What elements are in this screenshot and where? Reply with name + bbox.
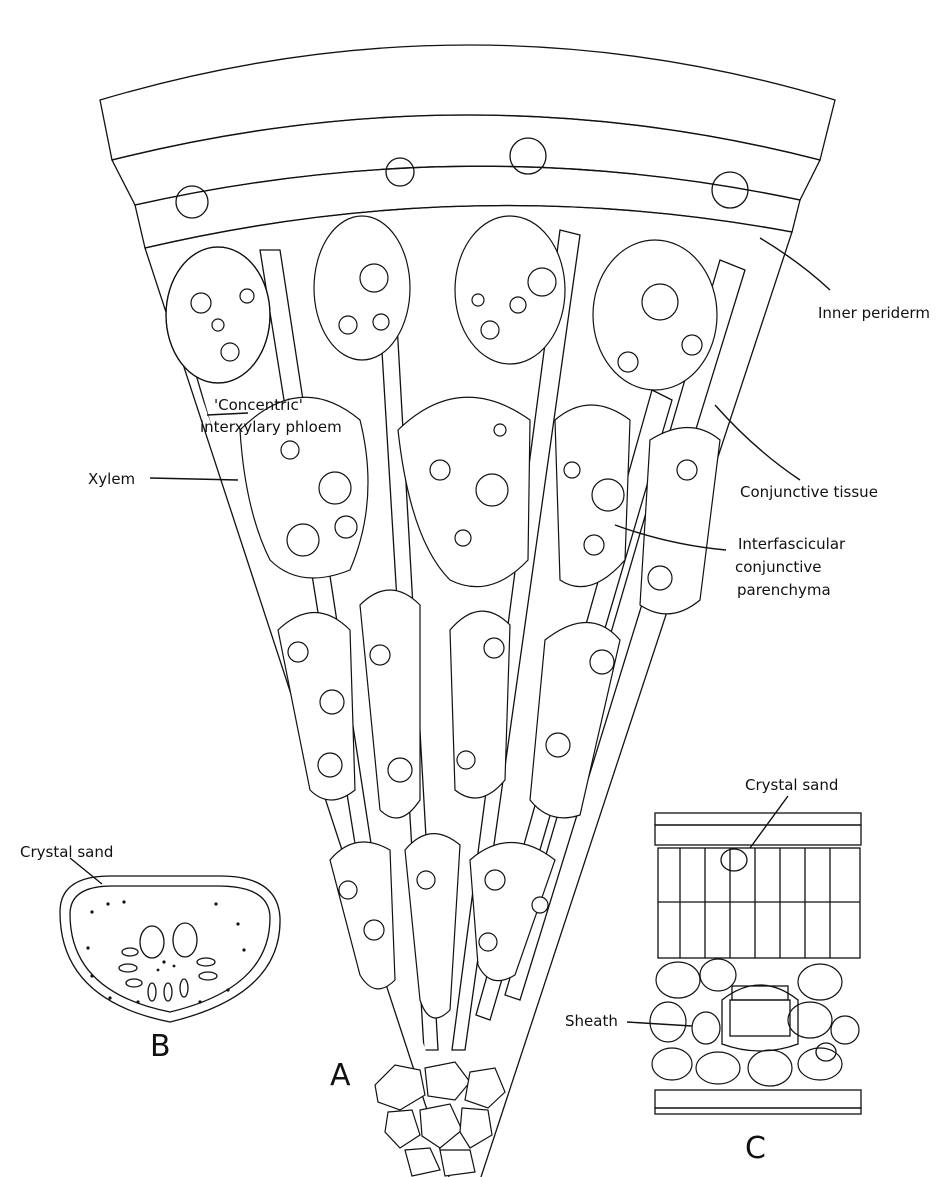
label-sheath: Sheath <box>565 1012 618 1030</box>
outer-periderm <box>100 45 835 160</box>
panel-c-leaf-section: Crystal sand Sheath C <box>565 776 861 1166</box>
panel-a-stem-sector: A <box>100 45 835 1177</box>
vascular-bundle <box>450 611 510 798</box>
vascular-bundle <box>278 613 355 801</box>
pith-cells <box>375 1062 505 1176</box>
panel-b-cross-section: Crystal sand B <box>20 843 280 1064</box>
label-crystal-sand-c: Crystal sand <box>745 776 838 794</box>
vascular-bundle <box>330 842 395 989</box>
crystal-sand-dots <box>86 900 245 1003</box>
label-crystal-sand-b: Crystal sand <box>20 843 113 861</box>
label-interfascicular-line2: conjunctive <box>735 558 822 576</box>
palisade-layer <box>658 848 860 958</box>
vascular-bundle <box>555 405 630 587</box>
label-interfascicular-line1: Interfascicular <box>738 535 846 553</box>
vascular-ring <box>119 923 217 1001</box>
vascular-bundle <box>166 247 270 383</box>
label-conjunctive-tissue: Conjunctive tissue <box>740 483 878 501</box>
vascular-bundle <box>640 428 720 614</box>
panel-label-b: B <box>150 1029 171 1064</box>
vascular-bundle <box>455 216 565 364</box>
cortex <box>112 115 820 205</box>
label-inner-periderm: Inner periderm <box>818 304 930 322</box>
crystal-sand-cluster <box>721 849 747 871</box>
vascular-bundle <box>360 590 420 818</box>
vascular-bundle-c <box>722 985 798 1051</box>
label-concentric-line1: 'Concentric' <box>214 396 303 414</box>
vascular-bundle <box>398 397 530 586</box>
vascular-bundle <box>314 216 410 360</box>
panel-label-a: A <box>330 1058 351 1093</box>
label-concentric-line2: interxylary phloem <box>200 418 342 436</box>
label-interfascicular-line3: parenchyma <box>737 581 831 599</box>
vascular-bundle <box>470 843 555 981</box>
vascular-bundle <box>405 834 460 1018</box>
panel-label-c: C <box>745 1131 766 1166</box>
inner-periderm <box>135 166 800 248</box>
spongy-tissue <box>650 959 859 1086</box>
vascular-bundle <box>593 240 717 390</box>
label-xylem: Xylem <box>88 470 135 488</box>
